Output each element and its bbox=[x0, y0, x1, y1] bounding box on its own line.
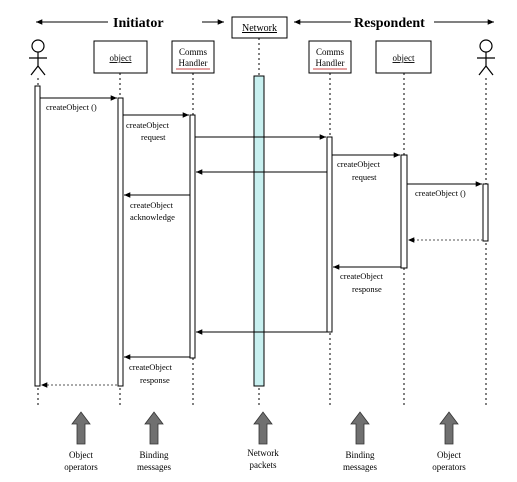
up-arrow-icon bbox=[439, 411, 459, 445]
up-arrow-icon bbox=[253, 411, 273, 445]
comms-right-line1: Comms bbox=[316, 47, 345, 57]
message-label: createObject () bbox=[415, 188, 466, 198]
comms-right-line2: Handler bbox=[316, 58, 345, 68]
message-label-1: createObject bbox=[340, 271, 384, 281]
message-label-2: response bbox=[140, 375, 170, 385]
legend-binding-messages-left: Binding messages bbox=[137, 450, 171, 472]
legend-line2: packets bbox=[250, 460, 277, 470]
participant-object-left: object bbox=[93, 40, 148, 74]
message-request-to-object: createObject request bbox=[332, 152, 400, 182]
activation-object-left bbox=[117, 97, 124, 387]
message-response-left: createObject response bbox=[124, 354, 190, 385]
legend-line1: Object bbox=[69, 450, 93, 460]
object-left-label: object bbox=[110, 53, 132, 63]
network-label: Network bbox=[242, 23, 277, 34]
legend-object-operators-left: Object operators bbox=[64, 450, 98, 472]
legend-object-operators-right: Object operators bbox=[432, 450, 466, 472]
message-label-1: createObject bbox=[129, 362, 173, 372]
legend-arrows bbox=[71, 411, 459, 445]
legend-line1: Binding bbox=[345, 450, 375, 460]
message-label-2: acknowledge bbox=[130, 212, 175, 222]
legend-network-packets: Network packets bbox=[247, 448, 279, 470]
message-create-object-remote: createObject () bbox=[407, 181, 482, 198]
legend-line2: messages bbox=[343, 462, 377, 472]
actor-left-icon bbox=[29, 39, 47, 76]
message-acknowledge: createObject acknowledge bbox=[124, 192, 190, 222]
message-request-to-comms: createObject request bbox=[123, 112, 189, 142]
message-label-1: createObject bbox=[130, 200, 174, 210]
message-label: createObject () bbox=[46, 102, 97, 112]
object-right-label: object bbox=[393, 53, 415, 63]
message-label-2: response bbox=[352, 284, 382, 294]
header-network: Network bbox=[231, 16, 288, 39]
comms-left-line1: Comms bbox=[179, 47, 208, 57]
activation-object-right bbox=[400, 154, 408, 269]
actor-right-icon bbox=[477, 39, 495, 76]
legend-line2: messages bbox=[137, 462, 171, 472]
message-label-1: createObject bbox=[126, 120, 170, 130]
network-bar bbox=[253, 75, 265, 387]
legend-line2: operators bbox=[64, 462, 98, 472]
header-initiator: Initiator bbox=[36, 16, 224, 31]
activation-comms-right bbox=[326, 136, 333, 333]
header-respondent: Respondent bbox=[294, 16, 494, 31]
participant-comms-right: Comms Handler bbox=[308, 40, 352, 74]
legend-line1: Network bbox=[247, 448, 279, 458]
up-arrow-icon bbox=[350, 411, 370, 445]
legend-line1: Object bbox=[437, 450, 461, 460]
comms-left-line2: Handler bbox=[179, 58, 208, 68]
activation-actor-right bbox=[482, 183, 489, 242]
message-label-2: request bbox=[352, 172, 377, 182]
initiator-label: Initiator bbox=[113, 16, 164, 31]
legend-binding-messages-right: Binding messages bbox=[343, 450, 377, 472]
message-response-right: createObject response bbox=[333, 264, 401, 294]
respondent-label: Respondent bbox=[354, 16, 425, 31]
up-arrow-icon bbox=[71, 411, 91, 445]
message-label-1: createObject bbox=[337, 159, 381, 169]
participant-object-right: object bbox=[375, 40, 432, 74]
legend-line1: Binding bbox=[139, 450, 169, 460]
message-label-2: request bbox=[141, 132, 166, 142]
up-arrow-icon bbox=[144, 411, 164, 445]
activation-comms-left bbox=[189, 114, 196, 359]
legend-line2: operators bbox=[432, 462, 466, 472]
activation-actor-left bbox=[34, 85, 41, 387]
message-create-object-call: createObject () bbox=[40, 95, 117, 112]
participant-comms-left: Comms Handler bbox=[171, 40, 215, 74]
